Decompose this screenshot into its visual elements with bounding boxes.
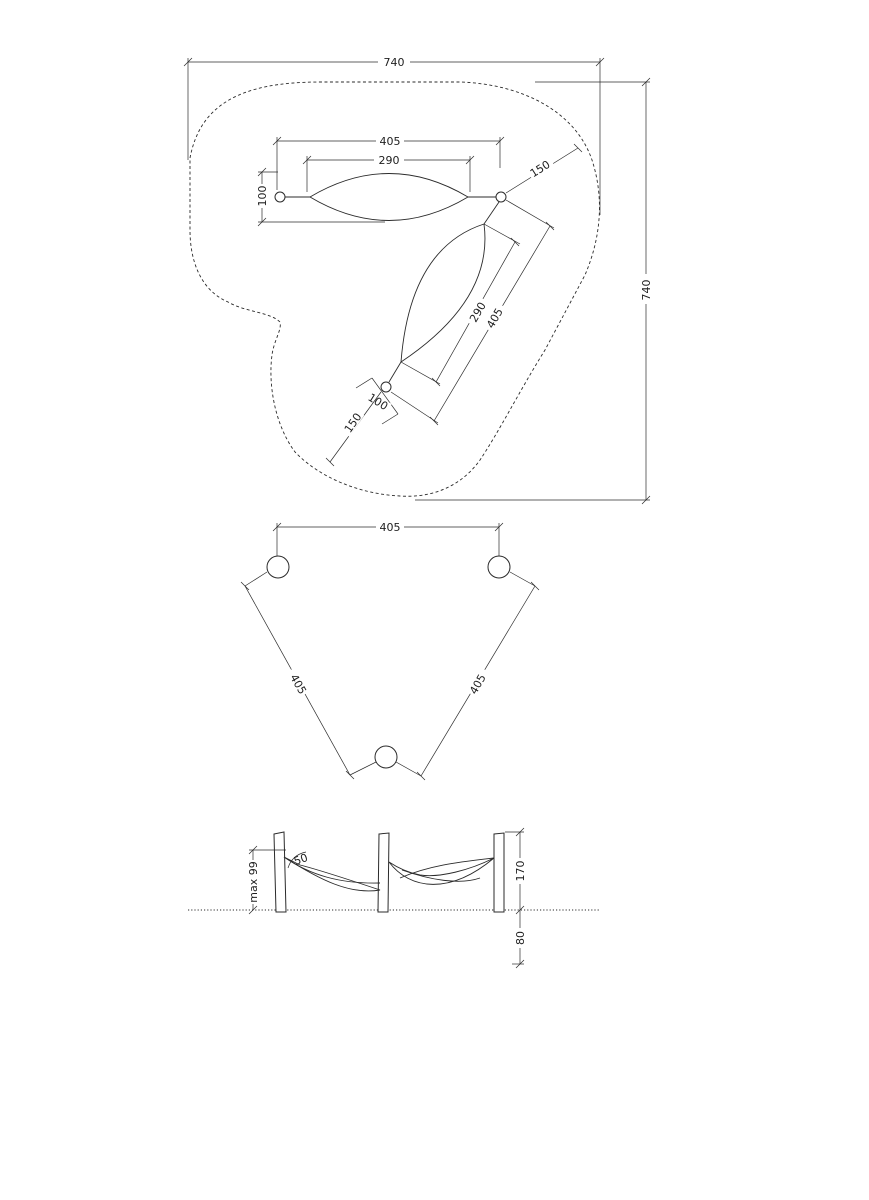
layout-post-left: [266, 555, 290, 579]
post-layout-view: 405 405 405: [240, 520, 540, 781]
post-left-top: [274, 191, 286, 203]
elevation-hammock-2: [388, 857, 495, 885]
elevation-hammock-1: [283, 856, 381, 892]
top-hammock-width-label: 100: [256, 186, 269, 207]
layout-top-distance-label: 405: [380, 521, 401, 534]
top-hammock-span-label: 405: [380, 135, 401, 148]
angle-label: 50: [292, 851, 310, 868]
overall-width-label: 740: [384, 56, 405, 69]
top-hammock-length-label: 290: [379, 154, 400, 167]
elevation-post-left: [273, 831, 287, 913]
top-hammock: [309, 173, 469, 221]
plan-view: 740 740 405 290: [183, 55, 653, 505]
safety-zone-outline: [189, 81, 600, 497]
post-bottom: [380, 381, 392, 393]
layout-post-right: [487, 555, 511, 579]
overall-depth-label: 740: [640, 280, 653, 301]
elevation-post-center: [377, 832, 390, 913]
foundation-depth-label: 80: [514, 931, 527, 945]
post-height-label: 170: [514, 861, 527, 882]
diagonal-hammock: [400, 223, 486, 363]
elevation-view: max 99 50 170 80: [188, 827, 600, 969]
elevation-post-right: [493, 832, 505, 913]
max-height-label: max 99: [247, 861, 260, 902]
layout-post-bottom: [374, 745, 398, 769]
post-right-top: [495, 191, 507, 203]
